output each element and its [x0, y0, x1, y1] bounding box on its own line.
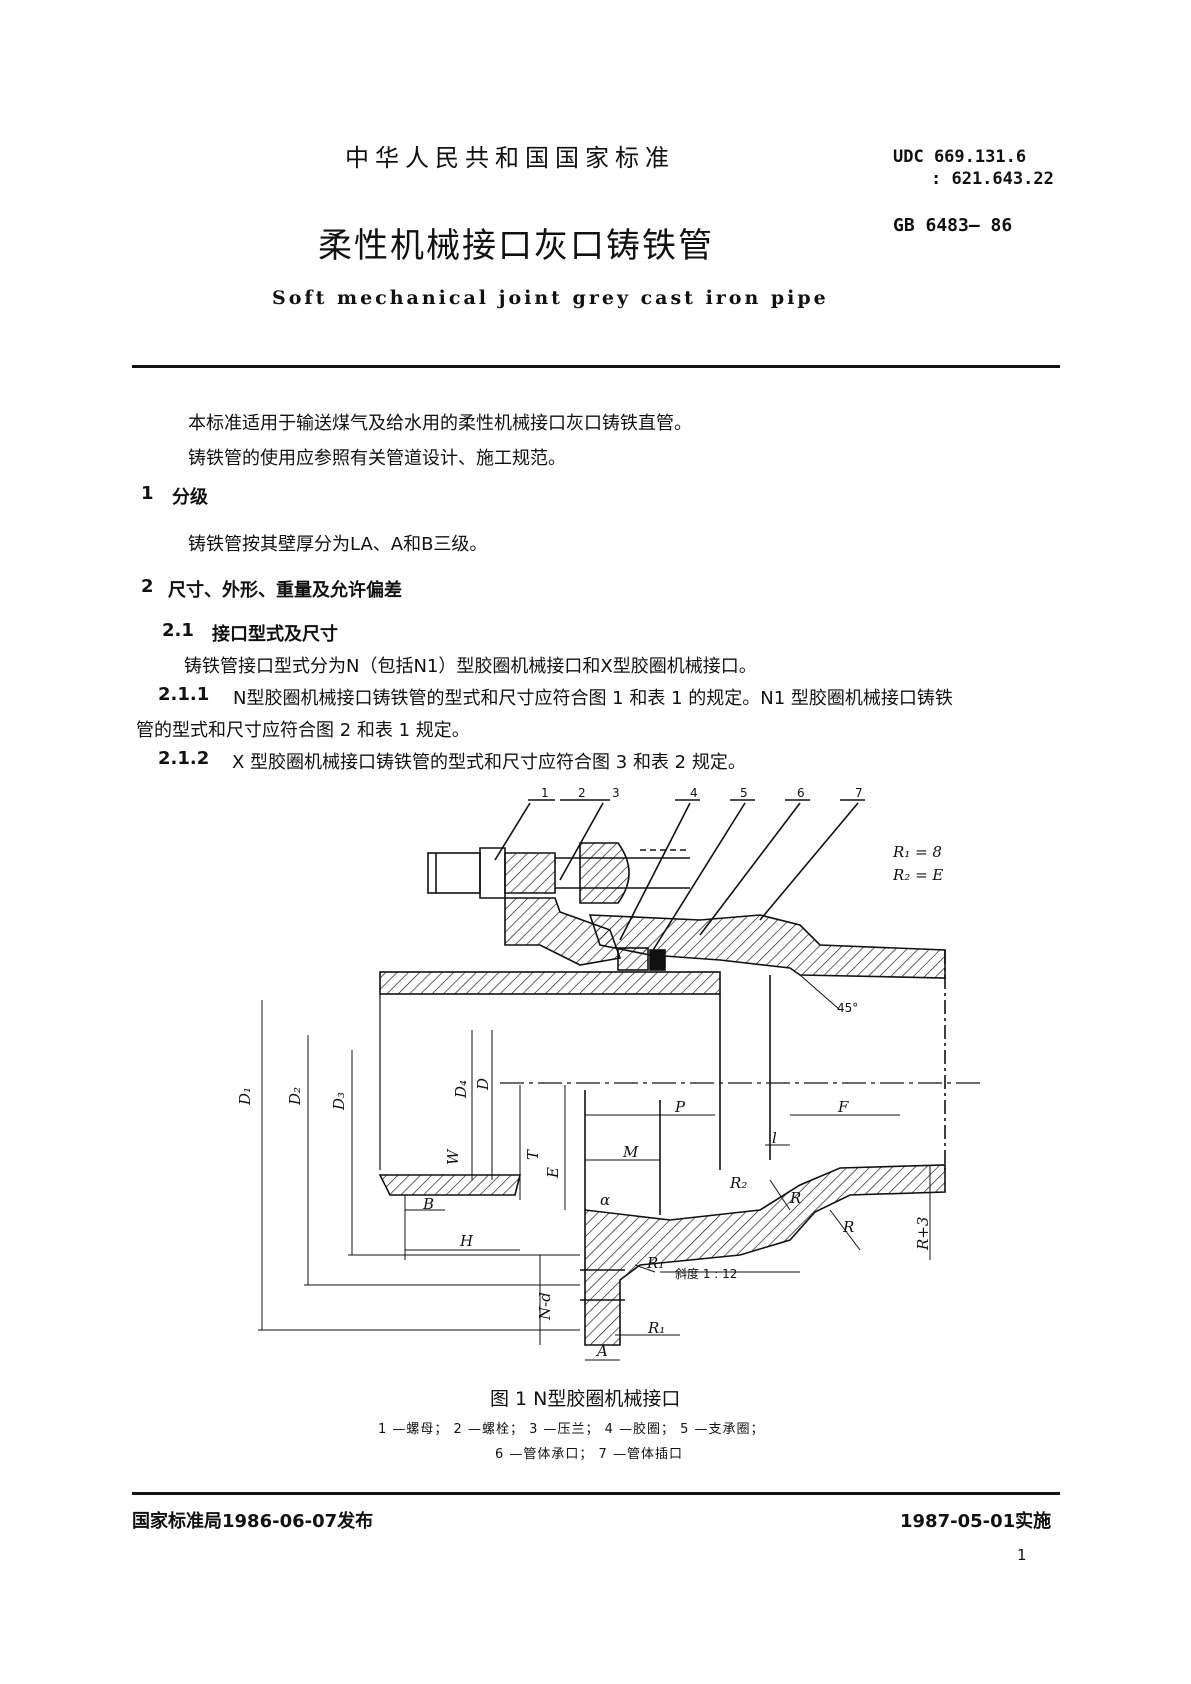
- label-alpha: α: [600, 1191, 610, 1209]
- label-p: P: [674, 1098, 686, 1116]
- callout-1: 1: [541, 786, 549, 800]
- section-1-title: 分级: [172, 487, 208, 508]
- label-r-plus-3: R+3: [914, 1217, 932, 1251]
- gb-code: GB 6483— 86: [893, 215, 1013, 236]
- document-title-en: Soft mechanical joint grey cast iron pip…: [272, 287, 829, 309]
- label-r1-a: R₁: [646, 1254, 664, 1272]
- callout-3: 3: [612, 786, 620, 800]
- callout-2: 2: [578, 786, 586, 800]
- label-e: E: [544, 1167, 562, 1179]
- r1-note: R₁ = 8: [892, 843, 942, 861]
- effective-date: 1987-05-01实施: [900, 1511, 1052, 1532]
- taper-label: 斜度 1 : 12: [675, 1266, 737, 1281]
- section-2-number: 2: [141, 576, 154, 597]
- label-d3: D₃: [330, 1092, 348, 1111]
- label-n-d: N-d: [536, 1292, 554, 1321]
- section-2-1-2-number: 2.1.2: [158, 748, 210, 769]
- label-d1: D₁: [236, 1087, 254, 1106]
- label-a: A: [595, 1342, 608, 1360]
- section-1-text: 铸铁管按其壁厚分为LA、A和B三级。: [188, 534, 488, 555]
- callout-5: 5: [740, 786, 748, 800]
- issue-date: 国家标准局1986-06-07发布: [132, 1511, 374, 1532]
- label-r1-b: R₁: [647, 1319, 665, 1337]
- udc-code: UDC 669.131.6 : 621.643.22: [893, 146, 1054, 190]
- section-2-1-1-text-a: N型胶圈机械接口铸铁管的型式和尺寸应符合图 1 和表 1 的规定。N1 型胶圈机…: [233, 688, 953, 709]
- callout-4: 4: [690, 786, 698, 800]
- label-l: l: [772, 1129, 777, 1147]
- section-2-title: 尺寸、外形、重量及允许偏差: [168, 580, 402, 601]
- label-r-b: R: [842, 1218, 854, 1236]
- label-t: T: [524, 1149, 542, 1160]
- label-h: H: [459, 1232, 474, 1250]
- section-2-1-number: 2.1: [162, 620, 194, 641]
- label-r-a: R: [789, 1189, 801, 1207]
- udc-line-2: : 621.643.22: [931, 169, 1054, 189]
- label-d: D: [474, 1078, 492, 1091]
- label-d4: D₄: [452, 1080, 470, 1099]
- section-1-number: 1: [141, 483, 154, 504]
- section-2-1-1-number: 2.1.1: [158, 684, 210, 705]
- figure-caption: 图 1 N型胶圈机械接口: [490, 1388, 681, 1410]
- figure-legend-line-2: 6 —管体承口； 7 —管体插口: [495, 1447, 683, 1462]
- callout-7: 7: [855, 786, 863, 800]
- label-f: F: [837, 1098, 849, 1116]
- top-rule: [132, 365, 1060, 368]
- label-r2: R₂: [729, 1174, 747, 1192]
- figure-labels: 1 2 3 4 5 6 7 R₁ = 8 R₂ = E 45° D₁ D₂ D₃…: [236, 786, 943, 1360]
- section-2-1-1-text-b: 管的型式和尺寸应符合图 2 和表 1 规定。: [136, 720, 470, 741]
- section-2-1-2-text: X 型胶圈机械接口铸铁管的型式和尺寸应符合图 3 和表 2 规定。: [232, 752, 746, 773]
- intro-paragraph-1: 本标准适用于输送煤气及给水用的柔性机械接口灰口铸铁直管。: [188, 413, 692, 434]
- r2-note: R₂ = E: [892, 866, 943, 884]
- label-m: M: [622, 1143, 639, 1161]
- national-standard-heading: 中华人民共和国国家标准: [345, 144, 675, 172]
- intro-paragraph-2: 铸铁管的使用应参照有关管道设计、施工规范。: [188, 448, 566, 469]
- document-title-cn: 柔性机械接口灰口铸铁管: [318, 226, 714, 266]
- bottom-rule: [132, 1492, 1060, 1495]
- angle-label: 45°: [837, 1001, 858, 1015]
- label-b: B: [422, 1195, 434, 1213]
- callout-6: 6: [797, 786, 805, 800]
- bolt-group: [427, 842, 690, 904]
- label-w: W: [444, 1148, 462, 1165]
- spigot-top-wall: [379, 971, 721, 995]
- page-number: 1: [1017, 1546, 1027, 1564]
- section-2-1-title: 接口型式及尺寸: [212, 624, 338, 645]
- label-d2: D₂: [286, 1087, 304, 1106]
- bell-socket-bottom: [584, 1164, 946, 1346]
- udc-line-1: UDC 669.131.6: [893, 147, 1027, 167]
- figure-legend-line-1: 1 —螺母； 2 —螺栓； 3 —压兰； 4 —胶圈； 5 —支承圈；: [378, 1422, 765, 1437]
- section-2-1-text: 铸铁管接口型式分为N（包括N1）型胶圈机械接口和X型胶圈机械接口。: [184, 656, 757, 677]
